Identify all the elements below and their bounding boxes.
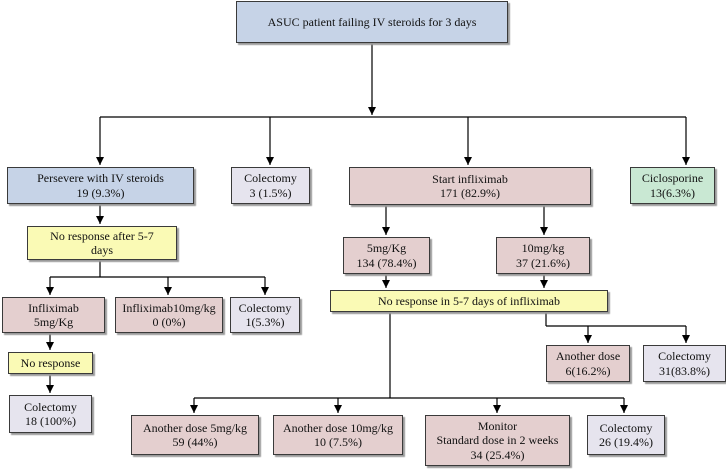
node-dose-10-line1: 10mg/kg xyxy=(521,241,565,256)
node-monitor: Monitor Standard dose in 2 weeks 34 (25.… xyxy=(425,415,570,466)
node-no-response-5-7-line2: days xyxy=(91,243,113,257)
node-another-dose: Another dose 6(16.2%) xyxy=(546,345,630,382)
node-persevere: Persevere with IV steroids 19 (9.3%) xyxy=(7,167,194,204)
node-colectomy-left-line1: Colectomy xyxy=(238,300,292,315)
arrowhead-18 xyxy=(540,280,548,288)
arrowhead-7 xyxy=(96,216,104,224)
node-colectomy-bottom-left-line2: 18 (100%) xyxy=(25,414,76,428)
node-no-response: No response xyxy=(8,352,93,374)
node-no-response-infliximab-line1: No response in 5-7 days of infliximab xyxy=(378,293,560,308)
node-infliximab-10-line1: Infliximab10mg/kg xyxy=(122,300,216,315)
node-another-dose-10-line1: Another dose 10mg/kg xyxy=(283,420,393,435)
node-colectomy-top-line2: 3 (1.5%) xyxy=(249,185,292,200)
node-dose-5-line1: 5mg/Kg xyxy=(366,241,407,256)
arrowhead-27 xyxy=(493,405,501,413)
node-monitor-line3: 34 (25.4%) xyxy=(470,447,525,462)
node-colectomy-bottom-left-line1: Colectomy xyxy=(24,399,77,414)
node-start-infliximab-line2: 171 (82.9%) xyxy=(440,186,500,200)
node-another-dose-line1: Another dose xyxy=(555,349,621,364)
node-dose-5: 5mg/Kg 134 (78.4%) xyxy=(343,237,430,274)
node-dose-10-line2: 37 (21.6%) xyxy=(516,255,570,270)
node-another-dose-line2: 6(16.2%) xyxy=(565,363,611,378)
arrowhead-22 xyxy=(682,335,690,343)
node-start-infliximab: Start infliximab 171 (82.9%) xyxy=(349,167,591,205)
arrowhead-10 xyxy=(46,287,54,295)
node-ciclosporine: Ciclosporine 13(6.3%) xyxy=(630,167,715,204)
arrowhead-28 xyxy=(620,405,628,413)
node-root-line1: ASUC patient failing IV steroids for 3 d… xyxy=(267,14,477,29)
node-no-response-line1: No response xyxy=(20,355,81,370)
node-another-dose-5-line2: 59 (44%) xyxy=(172,435,218,449)
node-monitor-line2: Standard dose in 2 weeks xyxy=(436,433,559,448)
node-ciclosporine-line2: 13(6.3%) xyxy=(650,185,695,200)
arrowhead-16 xyxy=(540,227,548,235)
node-another-dose-10: Another dose 10mg/kg 10 (7.5%) xyxy=(273,415,403,455)
node-infliximab-10-line2: 0 (0%) xyxy=(152,315,186,329)
arrowhead-5 xyxy=(464,157,472,165)
arrowhead-11 xyxy=(164,287,172,295)
node-infliximab-10: Infliximab10mg/kg 0 (0%) xyxy=(115,297,223,333)
node-another-dose-5-line1: Another dose 5mg/kg xyxy=(143,420,247,435)
node-colectomy-bottom-right-line2: 26 (19.4%) xyxy=(599,435,653,449)
arrowhead-6 xyxy=(682,157,690,165)
node-colectomy-right: Colectomy 31(83.8%) xyxy=(643,345,726,382)
arrowhead-13 xyxy=(46,342,54,350)
arrowhead-29 xyxy=(368,107,376,115)
node-dose-10: 10mg/kg 37 (21.6%) xyxy=(496,237,590,274)
node-root: ASUC patient failing IV steroids for 3 d… xyxy=(236,1,508,43)
node-start-infliximab-line1: Start infliximab xyxy=(432,171,508,186)
node-persevere-line2: 19 (9.3%) xyxy=(76,185,125,200)
arrowhead-26 xyxy=(334,405,342,413)
node-colectomy-right-line2: 31(83.8%) xyxy=(659,363,710,378)
arrowhead-25 xyxy=(190,405,198,413)
node-no-response-5-7: No response after 5-7 days xyxy=(27,226,177,260)
node-dose-5-line2: 134 (78.4%) xyxy=(356,255,417,270)
arrowhead-3 xyxy=(96,157,104,165)
node-no-response-5-7-line1: No response after 5-7 xyxy=(50,228,154,243)
node-colectomy-bottom-right-line1: Colectomy xyxy=(599,420,653,435)
node-infliximab-5-line1: Infliximab xyxy=(28,300,79,315)
node-colectomy-right-line1: Colectomy xyxy=(658,349,711,364)
arrowhead-15 xyxy=(382,227,390,235)
arrowhead-4 xyxy=(266,157,274,165)
node-colectomy-bottom-left: Colectomy 18 (100%) xyxy=(9,395,92,433)
node-colectomy-top: Colectomy 3 (1.5%) xyxy=(231,167,310,204)
arrowhead-17 xyxy=(382,280,390,288)
node-colectomy-bottom-right: Colectomy 26 (19.4%) xyxy=(587,415,665,455)
node-no-response-infliximab: No response in 5-7 days of infliximab xyxy=(330,290,608,312)
node-another-dose-10-line2: 10 (7.5%) xyxy=(314,435,362,449)
node-colectomy-left-line2: 1(5.3%) xyxy=(245,315,285,329)
node-colectomy-left: Colectomy 1(5.3%) xyxy=(230,297,300,333)
node-infliximab-5-line2: 5mg/Kg xyxy=(33,315,74,329)
arrowhead-12 xyxy=(261,287,269,295)
arrowhead-14 xyxy=(46,385,54,393)
arrowhead-21 xyxy=(584,335,592,343)
node-monitor-line1: Monitor xyxy=(477,418,518,433)
node-persevere-line1: Persevere with IV steroids xyxy=(37,171,164,186)
node-ciclosporine-line1: Ciclosporine xyxy=(641,171,704,186)
node-another-dose-5: Another dose 5mg/kg 59 (44%) xyxy=(131,415,259,455)
node-infliximab-5: Infliximab 5mg/Kg xyxy=(2,297,105,333)
node-colectomy-top-line1: Colectomy xyxy=(244,171,297,186)
